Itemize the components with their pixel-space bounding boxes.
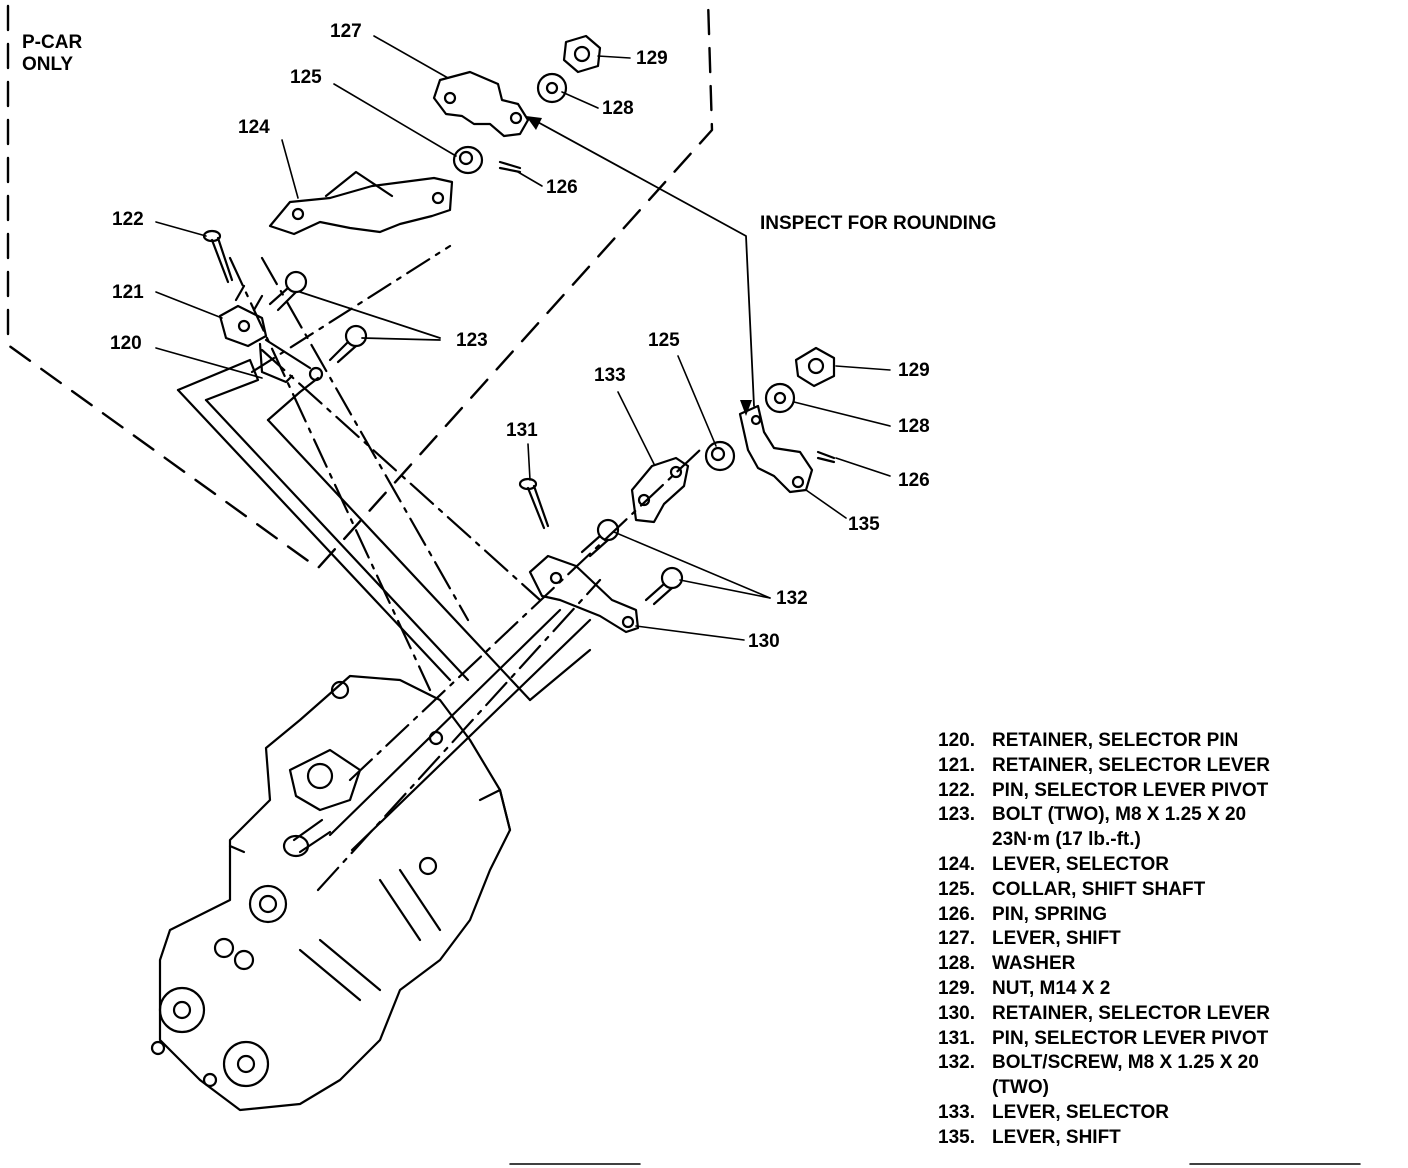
legend-item: 132. BOLT/SCREW, M8 X 1.25 X 20 <box>938 1051 1270 1076</box>
legend-item: 131. PIN, SELECTOR LEVER PIVOT <box>938 1027 1270 1052</box>
callout-130: 130 <box>748 631 780 652</box>
legend-item-text: RETAINER, SELECTOR LEVER <box>992 1002 1270 1024</box>
legend-item-text: NUT, M14 X 2 <box>992 977 1111 999</box>
legend-item: 123. BOLT (TWO), M8 X 1.25 X 20 <box>938 803 1270 828</box>
legend-item-continuation: 23N·m (17 lb.-ft.) <box>992 829 1141 851</box>
part-126-pin-upper <box>498 160 522 174</box>
part-128-washer-lower <box>764 382 796 414</box>
callout-135: 135 <box>848 514 880 535</box>
callout-leader-lines <box>155 35 891 641</box>
legend-item-number: 123. <box>938 804 975 826</box>
legend-item: 126. PIN, SPRING <box>938 903 1270 928</box>
legend-item-text: RETAINER, SELECTOR LEVER <box>992 754 1270 776</box>
part-120-retainer-pin <box>258 338 324 384</box>
part-129-nut-upper <box>562 34 602 74</box>
part-125-collar-lower <box>704 440 736 472</box>
legend-item-number: 120. <box>938 730 975 751</box>
legend-item: 120. RETAINER, SELECTOR PIN <box>938 729 1270 754</box>
legend-item-number: 125. <box>938 878 975 900</box>
legend-item-text: BOLT (TWO), M8 X 1.25 X 20 <box>992 804 1247 826</box>
callout-129-upper: 129 <box>636 48 668 69</box>
legend-item-number: 129. <box>938 977 975 999</box>
part-135-shift-lever <box>738 404 814 494</box>
legend-item-text: LEVER, SELECTOR <box>992 853 1170 875</box>
part-124-selector-lever <box>268 170 454 236</box>
callout-129-lower: 129 <box>898 360 930 381</box>
p-car-inset-boundary <box>6 0 714 570</box>
inspect-arrowhead-upper <box>526 116 542 130</box>
inset-title-line2: ONLY <box>22 54 74 75</box>
legend-item: 124. LEVER, SELECTOR <box>938 853 1270 878</box>
inspect-label: INSPECT FOR ROUNDING <box>760 213 997 234</box>
inspect-arrow <box>533 119 755 407</box>
callout-126-lower: 126 <box>898 470 930 491</box>
callout-125-upper: 125 <box>290 67 322 88</box>
legend-item-text: LEVER, SHIFT <box>992 1126 1121 1148</box>
part-129-nut-lower <box>794 346 836 388</box>
legend-item-number: 122. <box>938 779 975 801</box>
part-123-bolts <box>268 270 441 364</box>
legend-item-text: RETAINER, SELECTOR PIN <box>992 730 1239 751</box>
legend-item-number: 128. <box>938 953 975 975</box>
legend-item-text: LEVER, SELECTOR <box>992 1101 1170 1123</box>
legend-item-number: 127. <box>938 928 975 950</box>
part-128-washer-upper <box>536 72 568 104</box>
callout-131: 131 <box>506 420 538 441</box>
transmission-housing <box>150 674 512 1112</box>
callout-120: 120 <box>110 333 142 354</box>
legend-item: 133. LEVER, SELECTOR <box>938 1101 1270 1126</box>
legend-item-text: PIN, SELECTOR LEVER PIVOT <box>992 779 1269 801</box>
callout-123: 123 <box>456 330 488 351</box>
legend-item-number: 126. <box>938 903 975 925</box>
callout-125-lower: 125 <box>648 330 680 351</box>
part-126-pin-lower <box>816 450 836 464</box>
callout-127: 127 <box>330 21 362 42</box>
legend-item: 122. PIN, SELECTOR LEVER PIVOT <box>938 779 1270 804</box>
inset-title: P-CAR ONLY <box>22 32 82 76</box>
callout-128-upper: 128 <box>602 98 634 119</box>
inspect-arrowhead-lower <box>740 400 752 416</box>
legend-item: 128. WASHER <box>938 952 1270 977</box>
part-127-shift-lever <box>432 70 530 138</box>
part-122-pivot-pin <box>202 229 234 284</box>
legend-item-number: 133. <box>938 1101 975 1123</box>
callout-133: 133 <box>594 365 626 386</box>
part-131-pivot-pin <box>518 477 550 530</box>
legend-item-text: LEVER, SHIFT <box>992 928 1121 950</box>
callout-128-lower: 128 <box>898 416 930 437</box>
callout-126-upper: 126 <box>546 177 578 198</box>
legend-item-number: 130. <box>938 1002 975 1024</box>
parts-legend: 120. RETAINER, SELECTOR PIN 121. RETAINER, … <box>938 729 1270 1151</box>
inset-title-line1: P-CAR <box>22 32 83 53</box>
legend-item-number: 124. <box>938 853 975 875</box>
part-132-bolts <box>580 518 684 606</box>
legend-item-text: PIN, SPRING <box>992 903 1108 925</box>
legend-item-number: 131. <box>938 1027 975 1049</box>
legend-item-number: 132. <box>938 1052 975 1074</box>
legend-item: 121. RETAINER, SELECTOR LEVER <box>938 754 1270 779</box>
legend-item-text: PIN, SELECTOR LEVER PIVOT <box>992 1027 1269 1049</box>
part-130-retainer <box>528 554 640 634</box>
legend-item-number: 121. <box>938 754 975 776</box>
callout-122: 122 <box>112 209 144 230</box>
part-133-selector-lever <box>630 456 690 524</box>
callout-132: 132 <box>776 588 808 609</box>
part-125-collar-upper <box>452 145 484 175</box>
callout-124: 124 <box>238 117 270 138</box>
legend-item-text: WASHER <box>992 953 1076 975</box>
legend-item-text: BOLT/SCREW, M8 X 1.25 X 20 <box>992 1052 1259 1074</box>
legend-item: 125. COLLAR, SHIFT SHAFT <box>938 878 1270 903</box>
legend-item: 127. LEVER, SHIFT <box>938 927 1270 952</box>
legend-item-number: 135. <box>938 1126 975 1148</box>
legend-item: 135. LEVER, SHIFT <box>938 1126 1270 1151</box>
legend-item: 130. RETAINER, SELECTOR LEVER <box>938 1002 1270 1027</box>
part-121-retainer <box>218 284 268 348</box>
legend-item: 129. NUT, M14 X 2 <box>938 977 1270 1002</box>
legend-item-continuation: (TWO) <box>992 1077 1049 1099</box>
legend-item-text: COLLAR, SHIFT SHAFT <box>992 878 1206 900</box>
callout-121: 121 <box>112 282 144 303</box>
